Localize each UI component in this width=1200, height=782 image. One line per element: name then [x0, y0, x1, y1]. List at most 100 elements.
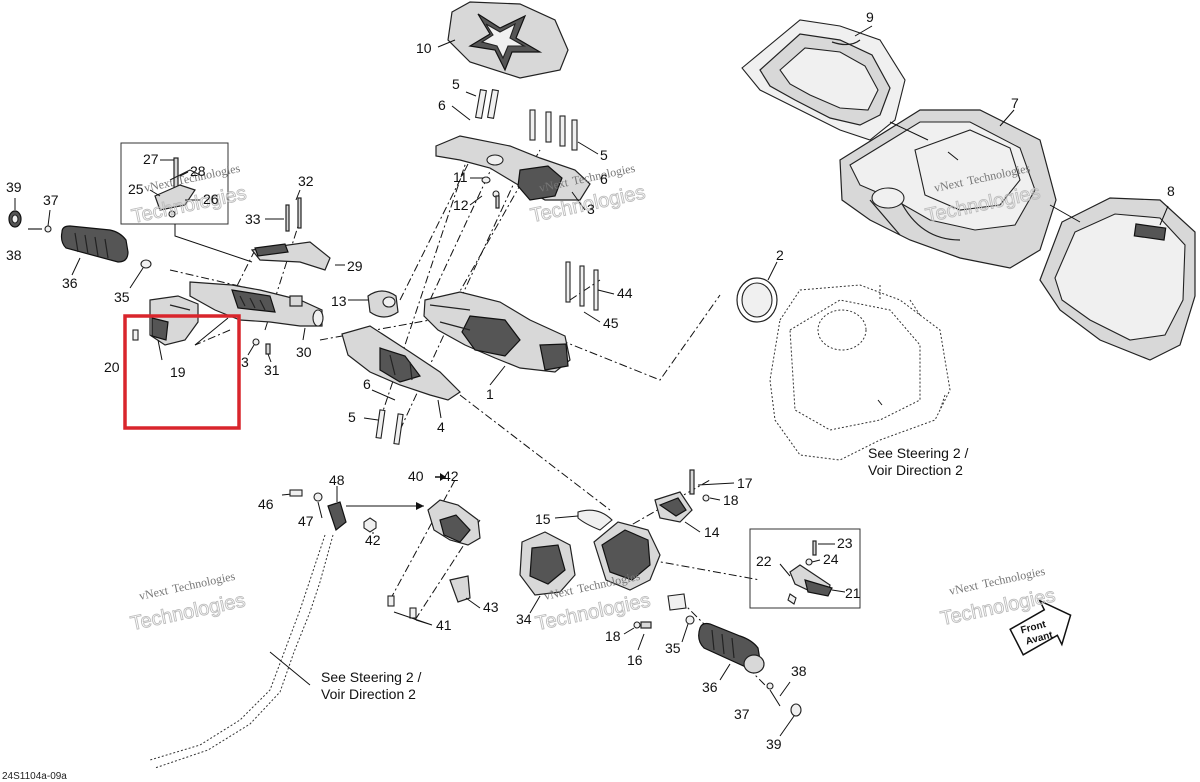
callout-3-top: 3	[587, 201, 595, 217]
callout-29: 29	[347, 258, 363, 274]
leader-7-8	[1049, 204, 1081, 223]
watermark-line1: vNext	[933, 175, 965, 195]
callout-27: 27	[143, 151, 159, 167]
callout-1: 1	[486, 386, 494, 402]
callout-42-top: 42	[443, 468, 459, 484]
callout-5-top: 5	[452, 76, 460, 92]
highlighted-part-19	[123, 295, 241, 430]
watermark-line1: vNext	[143, 175, 175, 195]
callout-15: 15	[535, 511, 551, 527]
callout-33: 33	[245, 211, 261, 227]
callout-labels: 39 37 38 36 35 27 28 25 26 32 33 29 20 1…	[6, 9, 1175, 752]
callout-48: 48	[329, 472, 345, 488]
cowl-9	[741, 19, 906, 141]
callout-8: 8	[1167, 183, 1175, 199]
note-see-steering-lower: See Steering 2 / Voir Direction 2	[321, 669, 422, 702]
callout-42-bottom: 42	[365, 532, 381, 548]
callout-18-top: 18	[723, 492, 739, 508]
leader-9-7	[889, 121, 929, 141]
callout-13: 13	[331, 293, 347, 309]
lower-clamp-4	[341, 325, 461, 445]
callout-25: 25	[128, 181, 144, 197]
callout-21: 21	[845, 585, 861, 601]
left-grip-group	[8, 198, 152, 289]
lower-left-group	[149, 486, 424, 769]
bracket-group-29	[250, 189, 345, 271]
callout-16: 16	[627, 652, 643, 668]
ring-2	[736, 261, 778, 323]
callout-43: 43	[483, 599, 499, 615]
svg-text:Voir Direction 2: Voir Direction 2	[321, 686, 416, 702]
callout-19: 19	[170, 364, 186, 380]
callout-44: 44	[617, 285, 633, 301]
callout-18-bottom: 18	[605, 628, 621, 644]
callout-28: 28	[190, 163, 206, 179]
center-housing-1	[348, 290, 571, 386]
callout-46: 46	[258, 496, 274, 512]
note-see-steering-right: See Steering 2 / Voir Direction 2	[868, 445, 969, 478]
detail-box-21-24	[749, 528, 861, 609]
callout-34: 34	[516, 611, 532, 627]
top-clamp-group	[435, 89, 599, 211]
callout-5-lower: 5	[348, 409, 356, 425]
callout-11: 11	[453, 169, 468, 185]
callout-40: 40	[408, 468, 424, 484]
callout-35-right: 35	[665, 640, 681, 656]
callout-5-right: 5	[600, 147, 608, 163]
callout-20: 20	[104, 359, 120, 375]
leader-7-inner	[947, 151, 959, 161]
cowl-7	[839, 109, 1057, 269]
left-switch-housing-30	[189, 281, 324, 363]
callout-41: 41	[436, 617, 452, 633]
callout-6-lower: 6	[363, 376, 371, 392]
callout-9: 9	[866, 9, 874, 25]
callout-23: 23	[837, 535, 853, 551]
watermark-line1: vNext	[543, 583, 575, 603]
top-cover-10	[437, 1, 569, 79]
svg-text:See Steering 2 /: See Steering 2 /	[321, 669, 422, 685]
svg-text:Voir Direction 2: Voir Direction 2	[868, 462, 963, 478]
callout-47: 47	[298, 513, 314, 529]
callout-4: 4	[437, 419, 445, 435]
washer-37	[44, 225, 52, 233]
highlight-box	[123, 314, 241, 430]
callout-39: 39	[6, 179, 22, 195]
callout-39-right: 39	[766, 736, 782, 752]
callout-10: 10	[416, 40, 432, 56]
callout-2: 2	[776, 247, 784, 263]
callout-24: 24	[823, 551, 839, 567]
diagram-code: 24S1104a-09a	[2, 771, 67, 782]
callout-35: 35	[114, 289, 130, 305]
bolts-44-45	[565, 261, 615, 323]
callout-38: 38	[6, 247, 22, 263]
callout-26: 26	[203, 191, 219, 207]
detail-box-25-28	[120, 142, 253, 263]
svg-text:See Steering 2 /: See Steering 2 /	[868, 445, 969, 461]
callout-6-top: 6	[438, 97, 446, 113]
callout-31: 31	[264, 362, 280, 378]
callout-38-right: 38	[791, 663, 807, 679]
callout-37: 37	[43, 192, 59, 208]
callout-12: 12	[453, 197, 469, 213]
callout-32: 32	[298, 173, 314, 189]
callout-30: 30	[296, 344, 312, 360]
callout-37-right: 37	[734, 706, 750, 722]
callout-6-right: 6	[600, 171, 608, 187]
callout-3-left: 3	[241, 354, 249, 370]
right-switch-group	[519, 469, 802, 737]
callout-17: 17	[737, 475, 753, 491]
callout-22: 22	[756, 553, 772, 569]
callout-14: 14	[704, 524, 720, 540]
watermark-line1: vNext	[948, 578, 980, 598]
callout-7: 7	[1011, 95, 1019, 111]
cowl-8	[1039, 197, 1196, 361]
callout-36-right: 36	[702, 679, 718, 695]
washer-35	[140, 259, 152, 269]
watermark-line1: vNext	[138, 583, 170, 603]
lower-clamp-40	[387, 473, 481, 626]
watermark-line1: vNext	[538, 175, 570, 195]
steering-shell	[769, 284, 951, 461]
callout-36: 36	[62, 275, 78, 291]
left-grip-36	[60, 225, 129, 263]
